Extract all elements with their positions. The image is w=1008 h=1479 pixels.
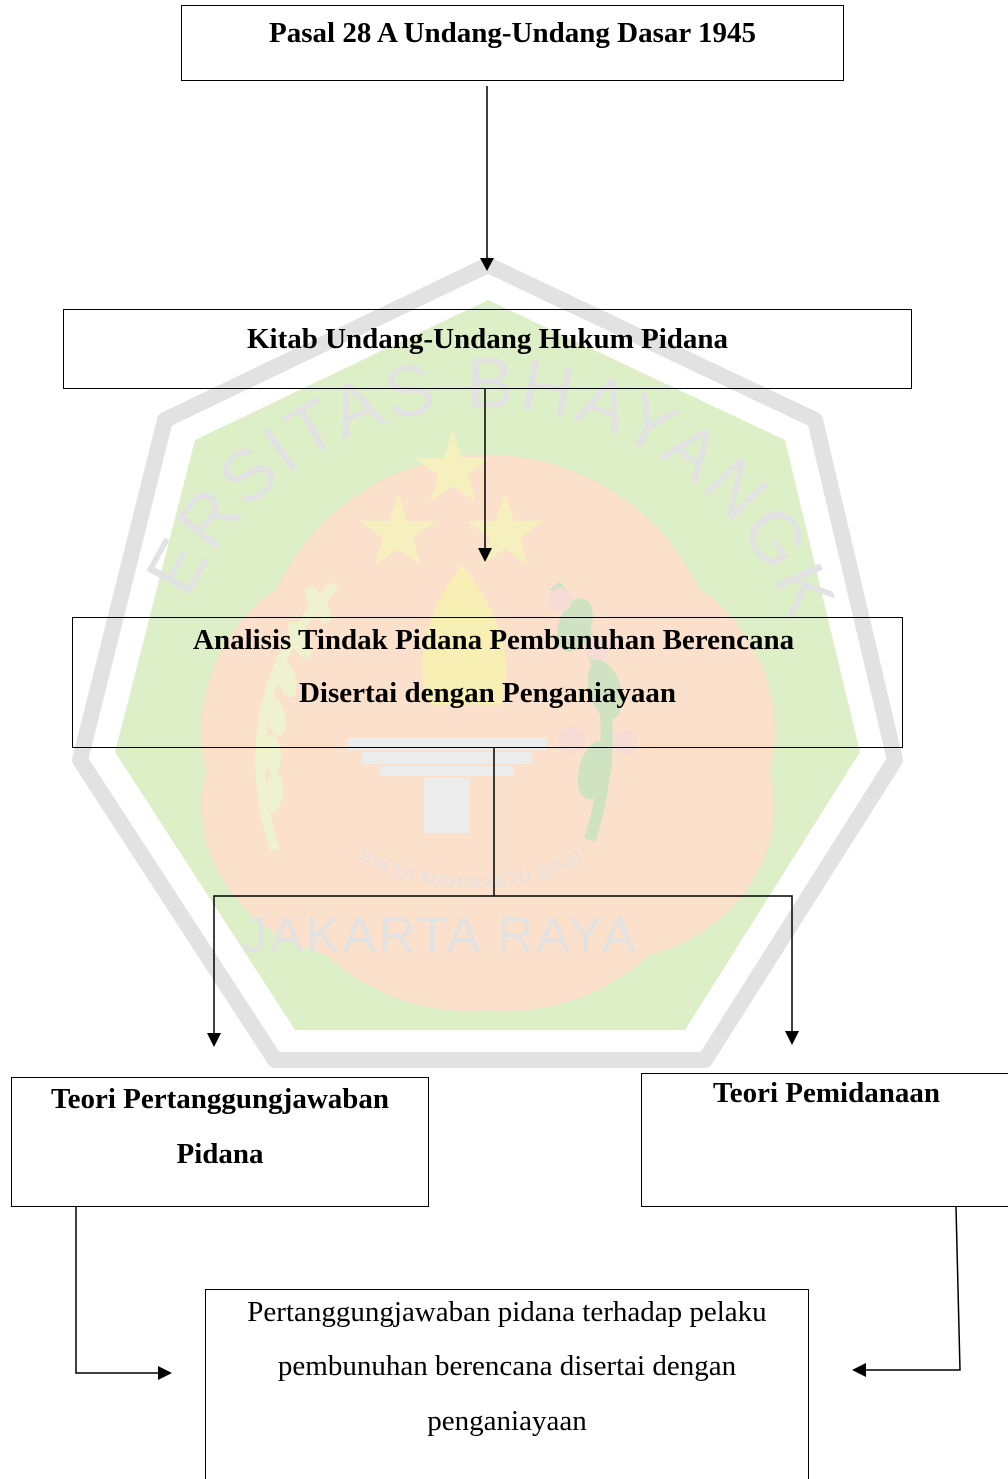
node-label: Teori Pemidanaan: [713, 1077, 940, 1109]
logo-star-icon: [415, 430, 491, 502]
logo-flame-icon: [422, 565, 507, 705]
node-label: Teori Pertanggungjawaban: [50, 1083, 390, 1115]
arrowhead-down-icon: [207, 1033, 221, 1047]
logo-orange-field: [200, 455, 776, 1011]
logo-cotton-icon: [550, 581, 623, 842]
logo-bottom-text: JAKARTA RAYA: [242, 907, 638, 963]
logo-star-icon: [360, 493, 436, 565]
node-kuhp: Kitab Undang-Undang Hukum Pidana: [63, 309, 912, 389]
connector-branch-left: [213, 895, 494, 1033]
node-label: Pidana: [176, 1138, 264, 1170]
node-label: Analisis Tindak Pidana Pembunuhan Berenc…: [193, 624, 795, 656]
logo-torch-icon: [347, 738, 547, 833]
node-label: penganiayaan: [427, 1405, 587, 1437]
connector-pemidanaan-to-result: [866, 1206, 961, 1371]
node-label: Disertai dengan Penganiayaan: [298, 677, 677, 709]
node-teori-pertanggungjawaban: Teori Pertanggungjawaban Pidana: [11, 1077, 429, 1207]
logo-star-icon: [467, 493, 543, 565]
node-kesimpulan: Pertanggungjawaban pidana terhadap pelak…: [205, 1289, 809, 1479]
connector-branch-right: [494, 895, 793, 1031]
node-label: Kitab Undang-Undang Hukum Pidana: [246, 323, 729, 355]
connector-pertanggung-to-result: [75, 1207, 158, 1374]
arrowhead-down-icon: [480, 258, 494, 271]
node-label: Pertanggungjawaban pidana terhadap pelak…: [247, 1296, 767, 1328]
node-label: pembunuhan berencana disertai dengan: [277, 1350, 737, 1382]
arrowhead-down-icon: [785, 1031, 799, 1045]
logo-outer-ring: [72, 257, 903, 1068]
node-pasal-28a: Pasal 28 A Undang-Undang Dasar 1945: [181, 5, 844, 81]
logo-cotton-flower-icon: [548, 588, 637, 754]
logo-wheat-icon: [255, 581, 339, 852]
arrowhead-down-icon: [478, 548, 492, 562]
node-label: Pasal 28 A Undang-Undang Dasar 1945: [269, 17, 756, 49]
arrowhead-right-icon: [158, 1366, 172, 1380]
node-teori-pemidanaan: Teori Pemidanaan: [641, 1073, 1008, 1207]
arrowhead-left-icon: [852, 1363, 866, 1377]
node-analisis: Analisis Tindak Pidana Pembunuhan Berenc…: [72, 617, 903, 748]
